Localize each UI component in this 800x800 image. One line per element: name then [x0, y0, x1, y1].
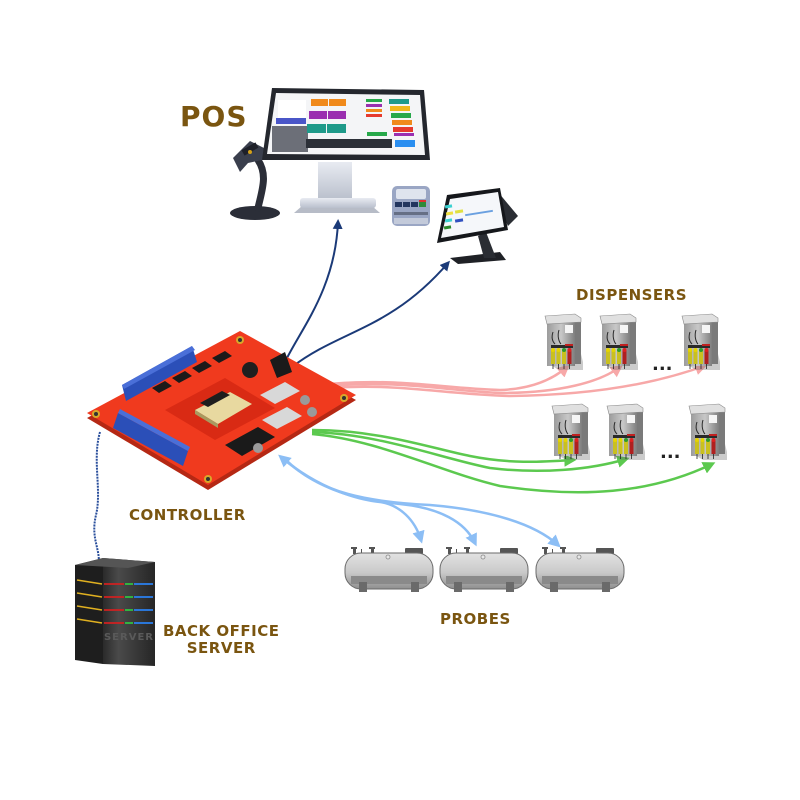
- pos-secondary-terminal-icon: [437, 188, 518, 264]
- dispenser-1-n-icon: [681, 313, 720, 370]
- controller-board-icon: [87, 331, 356, 490]
- probes-label: PROBES: [440, 610, 511, 628]
- tank-3-icon: [535, 547, 625, 592]
- dispensers-label: DISPENSERS: [576, 286, 688, 304]
- edge-controller-server: [93, 431, 101, 569]
- edge-controller-dispenser-1-1: [327, 364, 570, 392]
- back-office-server-label-line2: SERVER: [186, 638, 256, 657]
- dispenser-1-1-icon: [544, 313, 583, 370]
- dispenser-2-2-icon: [606, 403, 645, 460]
- dispenser-row2-ellipsis: ...: [660, 442, 681, 463]
- pos-group: [230, 88, 518, 264]
- barcode-scanner-icon: [230, 141, 280, 220]
- dispenser-row1-ellipsis: ...: [652, 354, 673, 375]
- server-light-amber: [76, 618, 103, 624]
- dispenser-2-1-icon: [551, 403, 590, 460]
- controller-label: CONTROLLER: [129, 506, 246, 524]
- edge-controller-tank-1: [278, 454, 425, 544]
- pos-label: POS: [180, 100, 248, 133]
- edge-controller-dispenser-1-2: [327, 364, 624, 395]
- edge-controller-pos-main: [284, 219, 343, 363]
- dispensers-group: [544, 313, 727, 460]
- back-office-server-label: BACK OFFICE SERVER: [163, 623, 279, 656]
- edge-controller-dispenser-2-n: [311, 432, 716, 494]
- dispenser-1-2-icon: [599, 313, 638, 370]
- tank-2-icon: [439, 547, 529, 592]
- edge-controller-dispenser-2-1: [311, 428, 577, 467]
- edge-controller-dispenser-1-n: [327, 363, 708, 398]
- card-reader-icon: [392, 186, 430, 226]
- server-light-amber: [76, 592, 103, 598]
- edge-controller-tank-3: [284, 458, 561, 548]
- edge-controller-dispenser-2-2: [311, 430, 630, 473]
- edges: [93, 219, 716, 569]
- probes-group: [344, 547, 625, 592]
- server-light-amber: [76, 579, 103, 585]
- dispenser-2-n-icon: [688, 403, 727, 460]
- tank-1-icon: [344, 547, 434, 592]
- server-light-amber: [76, 605, 103, 611]
- back-office-server-icon: SERVER: [75, 558, 155, 666]
- back-office-server-label-line1: BACK OFFICE: [163, 622, 280, 640]
- edge-controller-pos-secondary: [291, 260, 450, 368]
- server-face-text: SERVER: [104, 632, 154, 643]
- pos-main-terminal-icon: [262, 88, 430, 213]
